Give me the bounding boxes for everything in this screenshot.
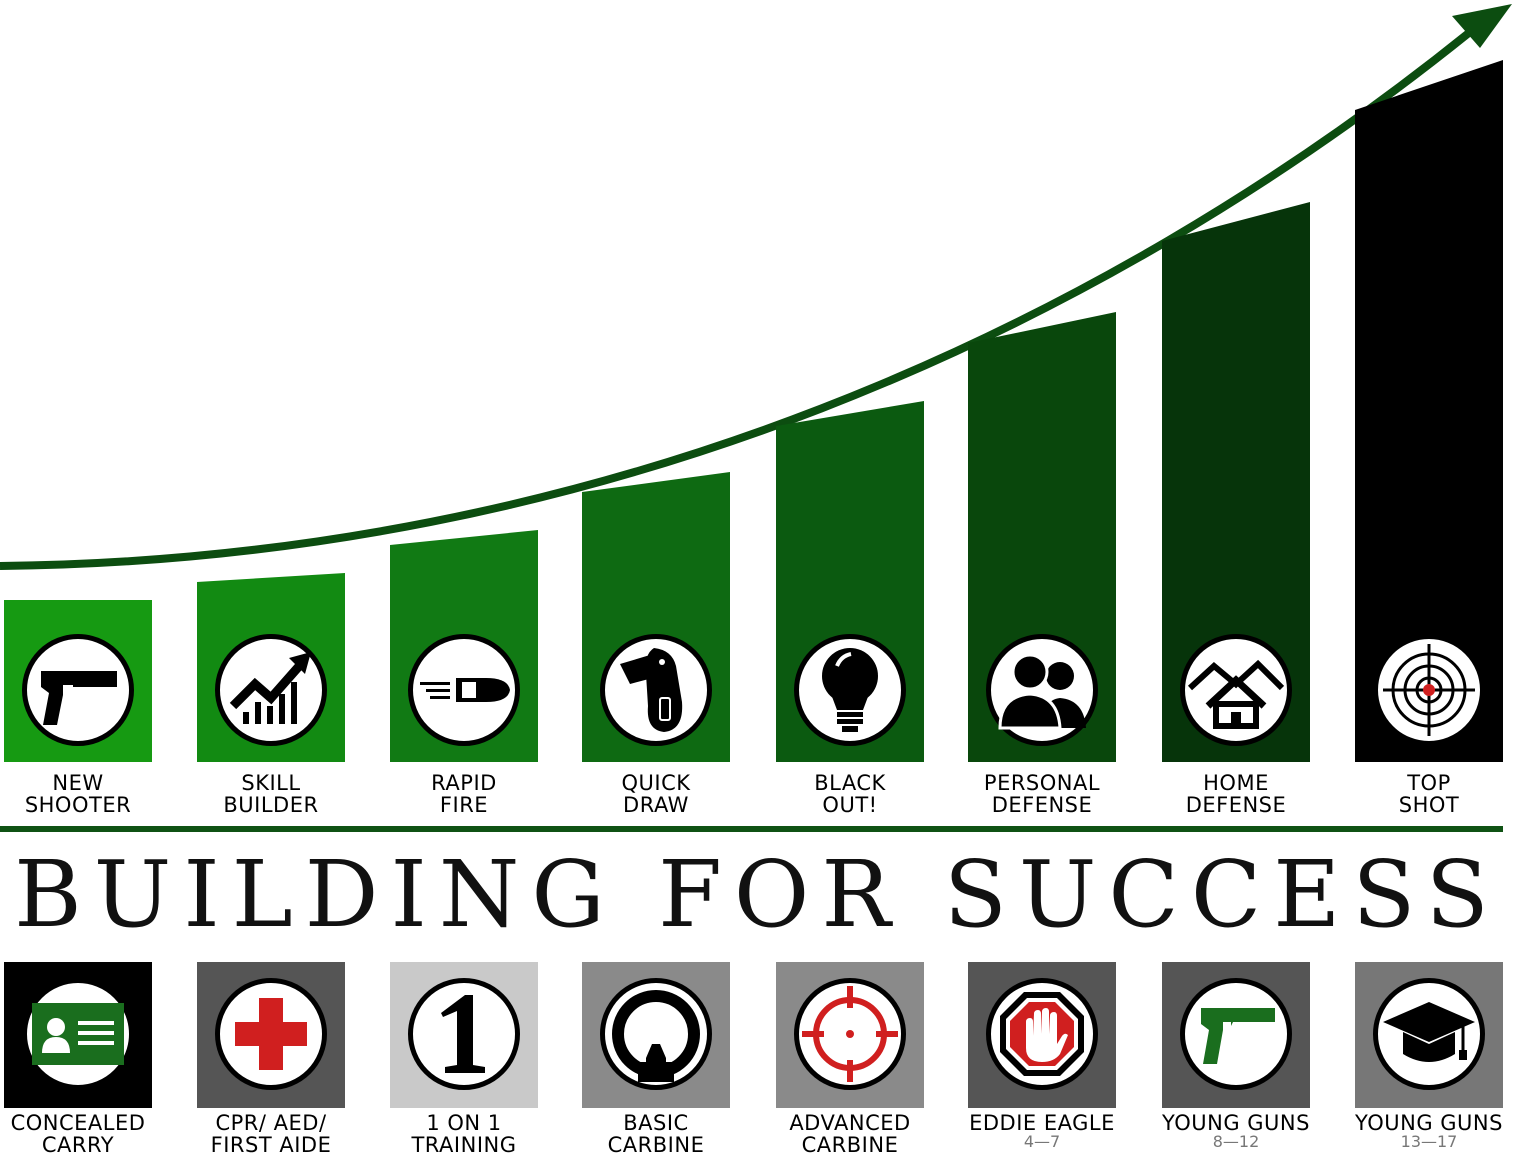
level-badge-1 <box>22 634 134 746</box>
level-label-line1: QUICK <box>621 771 691 795</box>
number-one-icon <box>429 989 499 1079</box>
course-badge-4 <box>600 978 712 1090</box>
course-age-range: 8—12 <box>1212 1132 1260 1151</box>
growth-arrow <box>0 4 1512 570</box>
id-card-icon <box>30 999 126 1069</box>
stop-hand-icon <box>996 988 1088 1080</box>
course-label-line1: 1 ON 1 <box>426 1111 502 1135</box>
course-label-line1: YOUNG GUNS <box>1355 1111 1503 1135</box>
course-label-line1: EDDIE EAGLE <box>969 1111 1115 1135</box>
course-badge-2 <box>215 978 327 1090</box>
target-icon <box>1381 642 1477 738</box>
course-label-line1: YOUNG GUNS <box>1162 1111 1310 1135</box>
course-label-line1: BASIC <box>623 1111 689 1135</box>
course-badge-7 <box>1180 978 1292 1090</box>
course-badge-3 <box>408 978 520 1090</box>
level-badge-3 <box>408 634 520 746</box>
level-label-line1: SKILL <box>241 771 301 795</box>
course-label-line2: CARBINE <box>801 1133 899 1157</box>
course-label-2: CPR/ AED/FIRST AIDE <box>176 1112 366 1156</box>
level-label-line2: DEFENSE <box>1185 793 1287 817</box>
level-label-line1: PERSONAL <box>983 771 1101 795</box>
bullet-icon <box>416 660 512 720</box>
level-label-line1: TOP <box>1407 771 1451 795</box>
course-badge-5 <box>794 978 906 1090</box>
course-label-line2: CARRY <box>41 1133 115 1157</box>
level-badge-6 <box>986 634 1098 746</box>
level-label-line1: RAPID <box>431 771 497 795</box>
level-label-line2: DEFENSE <box>991 793 1093 817</box>
course-badge-1 <box>22 978 134 1090</box>
level-label-line2: FIRE <box>439 793 489 817</box>
level-label-line1: NEW <box>52 771 104 795</box>
level-badge-4 <box>600 634 712 746</box>
level-badge-2 <box>215 634 327 746</box>
course-label-line1: ADVANCED <box>789 1111 911 1135</box>
growth-chart-icon <box>225 644 317 736</box>
course-label-line1: CPR/ AED/ <box>215 1111 327 1135</box>
level-label-line2: OUT! <box>822 793 878 817</box>
level-label-line2: SHOOTER <box>24 793 132 817</box>
course-age-range: 13—17 <box>1400 1132 1458 1151</box>
level-label-line1: HOME <box>1203 771 1269 795</box>
people-icon <box>994 650 1090 730</box>
headline: BUILDING FOR SUCCESS <box>14 841 1501 948</box>
divider-line <box>0 826 1503 832</box>
houses-icon <box>1186 650 1286 730</box>
level-badge-5 <box>794 634 906 746</box>
level-label-line2: SHOT <box>1398 793 1460 817</box>
course-label-line1: CONCEALED <box>10 1111 146 1135</box>
course-badge-8 <box>1373 978 1485 1090</box>
holster-icon <box>610 644 702 736</box>
course-label-line2: FIRST AIDE <box>210 1133 332 1157</box>
red-dot-sight-icon <box>800 984 900 1084</box>
graduation-cap-icon <box>1381 994 1477 1074</box>
pistol-icon <box>33 645 123 735</box>
level-label-line2: BUILDER <box>223 793 319 817</box>
course-label-line2: CARBINE <box>607 1133 705 1157</box>
red-cross-icon <box>231 994 311 1074</box>
rifle-sight-icon <box>608 986 704 1082</box>
course-badge-6 <box>986 978 1098 1090</box>
lightbulb-icon <box>815 644 885 736</box>
level-label-line2: DRAW <box>623 793 689 817</box>
green-pistol-icon <box>1189 994 1283 1074</box>
course-label-line2: TRAINING <box>411 1133 517 1157</box>
level-label-line1: BLACK <box>814 771 886 795</box>
level-badge-7 <box>1180 634 1292 746</box>
course-age-range: 4—7 <box>1023 1132 1061 1151</box>
level-badge-8 <box>1373 634 1485 746</box>
